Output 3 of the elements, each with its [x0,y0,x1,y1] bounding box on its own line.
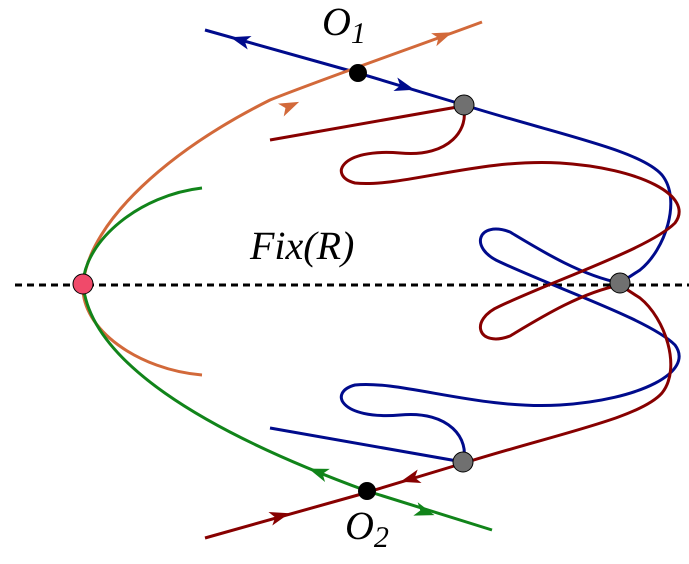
math-label: O$_{2}$ [345,506,389,546]
math-label: O$_{1}$ [322,2,366,42]
math-label: Fix(R) [250,226,354,266]
